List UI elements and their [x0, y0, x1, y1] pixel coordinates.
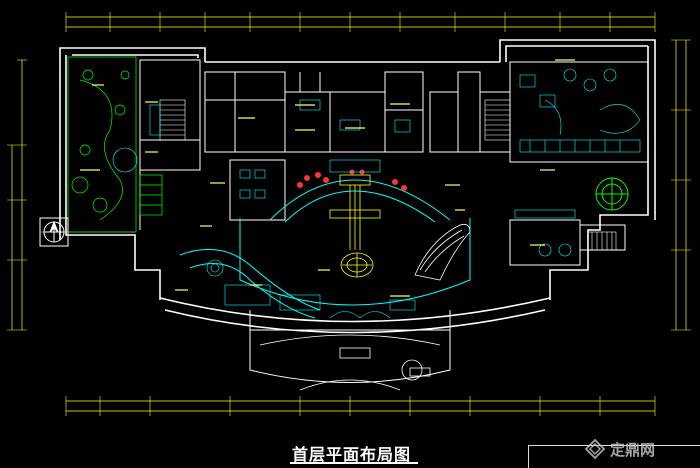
central-feature: [329, 174, 381, 278]
compass-icon: [39, 217, 69, 247]
furniture: [112, 68, 641, 319]
watermark: 定鼎网: [584, 434, 698, 464]
diamond-logo-icon: [584, 438, 606, 460]
entrance-canopy: [259, 334, 441, 391]
title-block-frame: [528, 445, 700, 468]
central-hall: [179, 179, 471, 319]
interior-walls: [139, 59, 649, 383]
watermark-text: 定鼎网: [610, 440, 656, 459]
exterior-walls: [59, 39, 656, 334]
green-round-table: [595, 177, 629, 211]
spiral-ramp: [414, 223, 471, 281]
staircases: [159, 99, 617, 251]
dimension-lines: [7, 12, 691, 416]
drawing-title: 首层平面布局图: [292, 445, 412, 464]
title-underline: [290, 462, 418, 464]
room-labels: [80, 59, 575, 297]
garden: [67, 56, 163, 233]
